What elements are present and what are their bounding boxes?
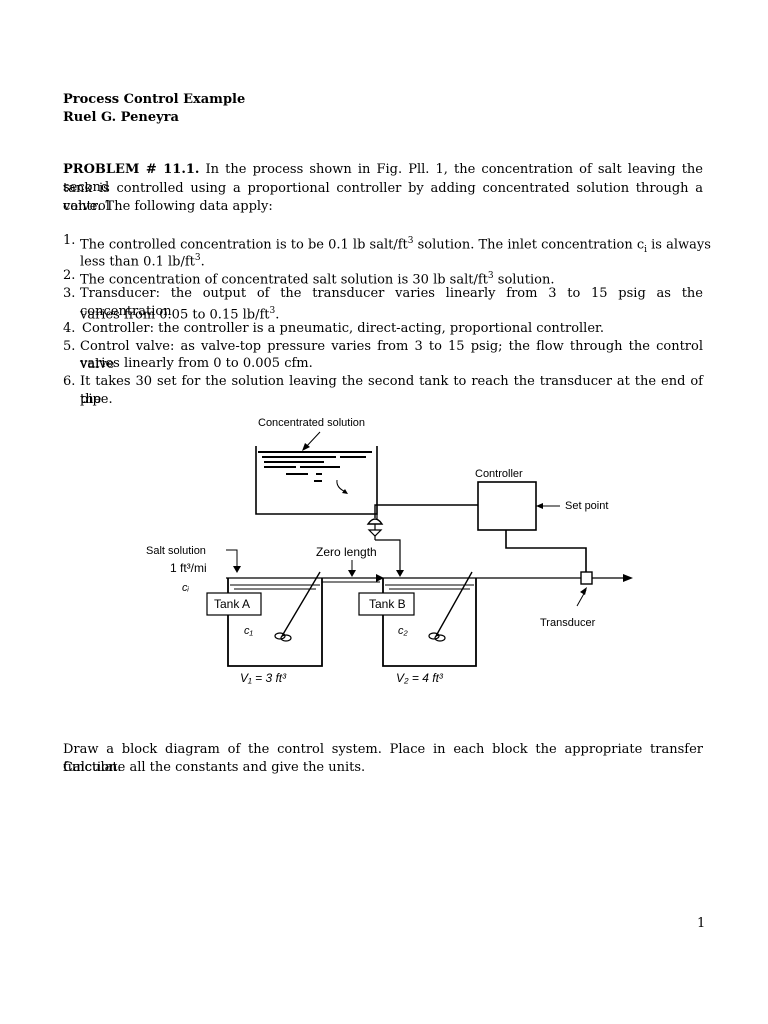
salt-solution-label: Salt solution [146, 545, 206, 557]
problem-label: PROBLEM # 11.1. [63, 162, 200, 177]
item-3-line-2: varies from 0.05 to 0.15 lb/ft3. [80, 306, 280, 323]
leader-line [226, 549, 238, 570]
problem-intro-text-1: In the process shown in Fig. Pll. 1, the… [63, 162, 703, 195]
item-3-line-1: Transducer: the output of the transducer… [80, 286, 703, 319]
set-point-label: Set point [565, 500, 608, 512]
stirrer-icon [434, 634, 446, 642]
tank-b-surface [385, 584, 474, 590]
stirrer-icon [280, 634, 292, 642]
c1-label: c₁ [244, 625, 254, 637]
item-number: 5. [63, 339, 76, 354]
item-5-line-2: varies linearly from 0 to 0.005 cfm. [80, 356, 313, 371]
process-diagram: Concentrated solution Controller Set poi… [146, 417, 633, 685]
item-number: 1. [63, 233, 76, 248]
control-valve-icon [366, 518, 384, 525]
question-line-1: Draw a block diagram of the control syst… [63, 742, 703, 775]
tank-a-surface [230, 584, 320, 590]
arrowhead-icon [342, 489, 348, 494]
stirrer-icon [428, 632, 440, 640]
controller-box [477, 481, 537, 531]
item-1-line-2: less than 0.1 lb/ft3. [80, 253, 205, 270]
item-4-line-1: Controller: the controller is a pneumati… [82, 321, 604, 336]
concentrated-solution-label: Concentrated solution [258, 417, 365, 429]
item-number: 6. [63, 374, 76, 389]
ci-label: cᵢ [182, 582, 190, 594]
arrowhead-icon [536, 503, 543, 509]
item-6-line-2: pipe. [80, 392, 113, 407]
tank-a-box [206, 592, 262, 616]
valve-body-icon [367, 529, 383, 537]
transducer-box [580, 571, 593, 585]
page-number: 1 [697, 916, 706, 931]
item-number: 2. [63, 268, 76, 283]
arrowhead-icon [376, 574, 384, 582]
flow-rate-label: 1 ft³/mi [170, 561, 207, 575]
v1-label: V₁ = 3 ft³ [240, 671, 287, 685]
tank-a-label: Tank A [214, 597, 250, 611]
v2-label: V₂ = 4 ft³ [396, 671, 444, 685]
problem-intro-line-2: tank is controlled using a proportional … [63, 181, 703, 214]
document-author: Ruel G. Peneyra [63, 110, 179, 125]
valve-to-tank-b-pipe [375, 539, 401, 575]
item-2-line-1: The concentration of concentrated salt s… [80, 271, 555, 288]
arrowhead-icon [302, 443, 310, 451]
concentrated-tank [255, 446, 378, 515]
arrowhead-icon [580, 587, 587, 595]
item-5-line-1: Control valve: as valve-top pressure var… [80, 339, 703, 372]
tank-a-stirrer-shaft [281, 571, 321, 637]
controller-output-line [374, 504, 478, 518]
liquid-surface-marks [258, 451, 372, 482]
controller-label: Controller [475, 468, 523, 480]
item-1-line-1: The controlled concentration is to be 0.… [80, 236, 711, 255]
item-number: 4. [63, 321, 76, 336]
stirrer-icon [274, 632, 286, 640]
arrowhead-icon [396, 570, 404, 577]
tank-b-box [358, 592, 415, 616]
outlet-arrow-icon [623, 574, 633, 582]
arrowhead-icon [348, 570, 356, 577]
tank-a [227, 578, 323, 667]
problem-intro-line-1: PROBLEM # 11.1. In the process shown in … [63, 161, 703, 197]
problem-intro-line-3: valve. The following data apply: [63, 199, 273, 214]
item-number: 3. [63, 286, 76, 301]
c2-label: c₂ [398, 625, 409, 637]
item-6-line-1: It takes 30 set for the solution leaving… [80, 374, 703, 407]
arrowhead-icon [233, 566, 241, 573]
document-title: Process Control Example [63, 92, 246, 107]
tank-b-stirrer-shaft [435, 571, 473, 637]
question-line-2: Calculate all the constants and give the… [63, 760, 366, 775]
zero-length-label: Zero length [316, 545, 377, 559]
tank-b [382, 578, 477, 667]
transducer-signal-line [505, 530, 587, 575]
transducer-label: Transducer [540, 617, 596, 629]
tank-b-label: Tank B [369, 597, 406, 611]
